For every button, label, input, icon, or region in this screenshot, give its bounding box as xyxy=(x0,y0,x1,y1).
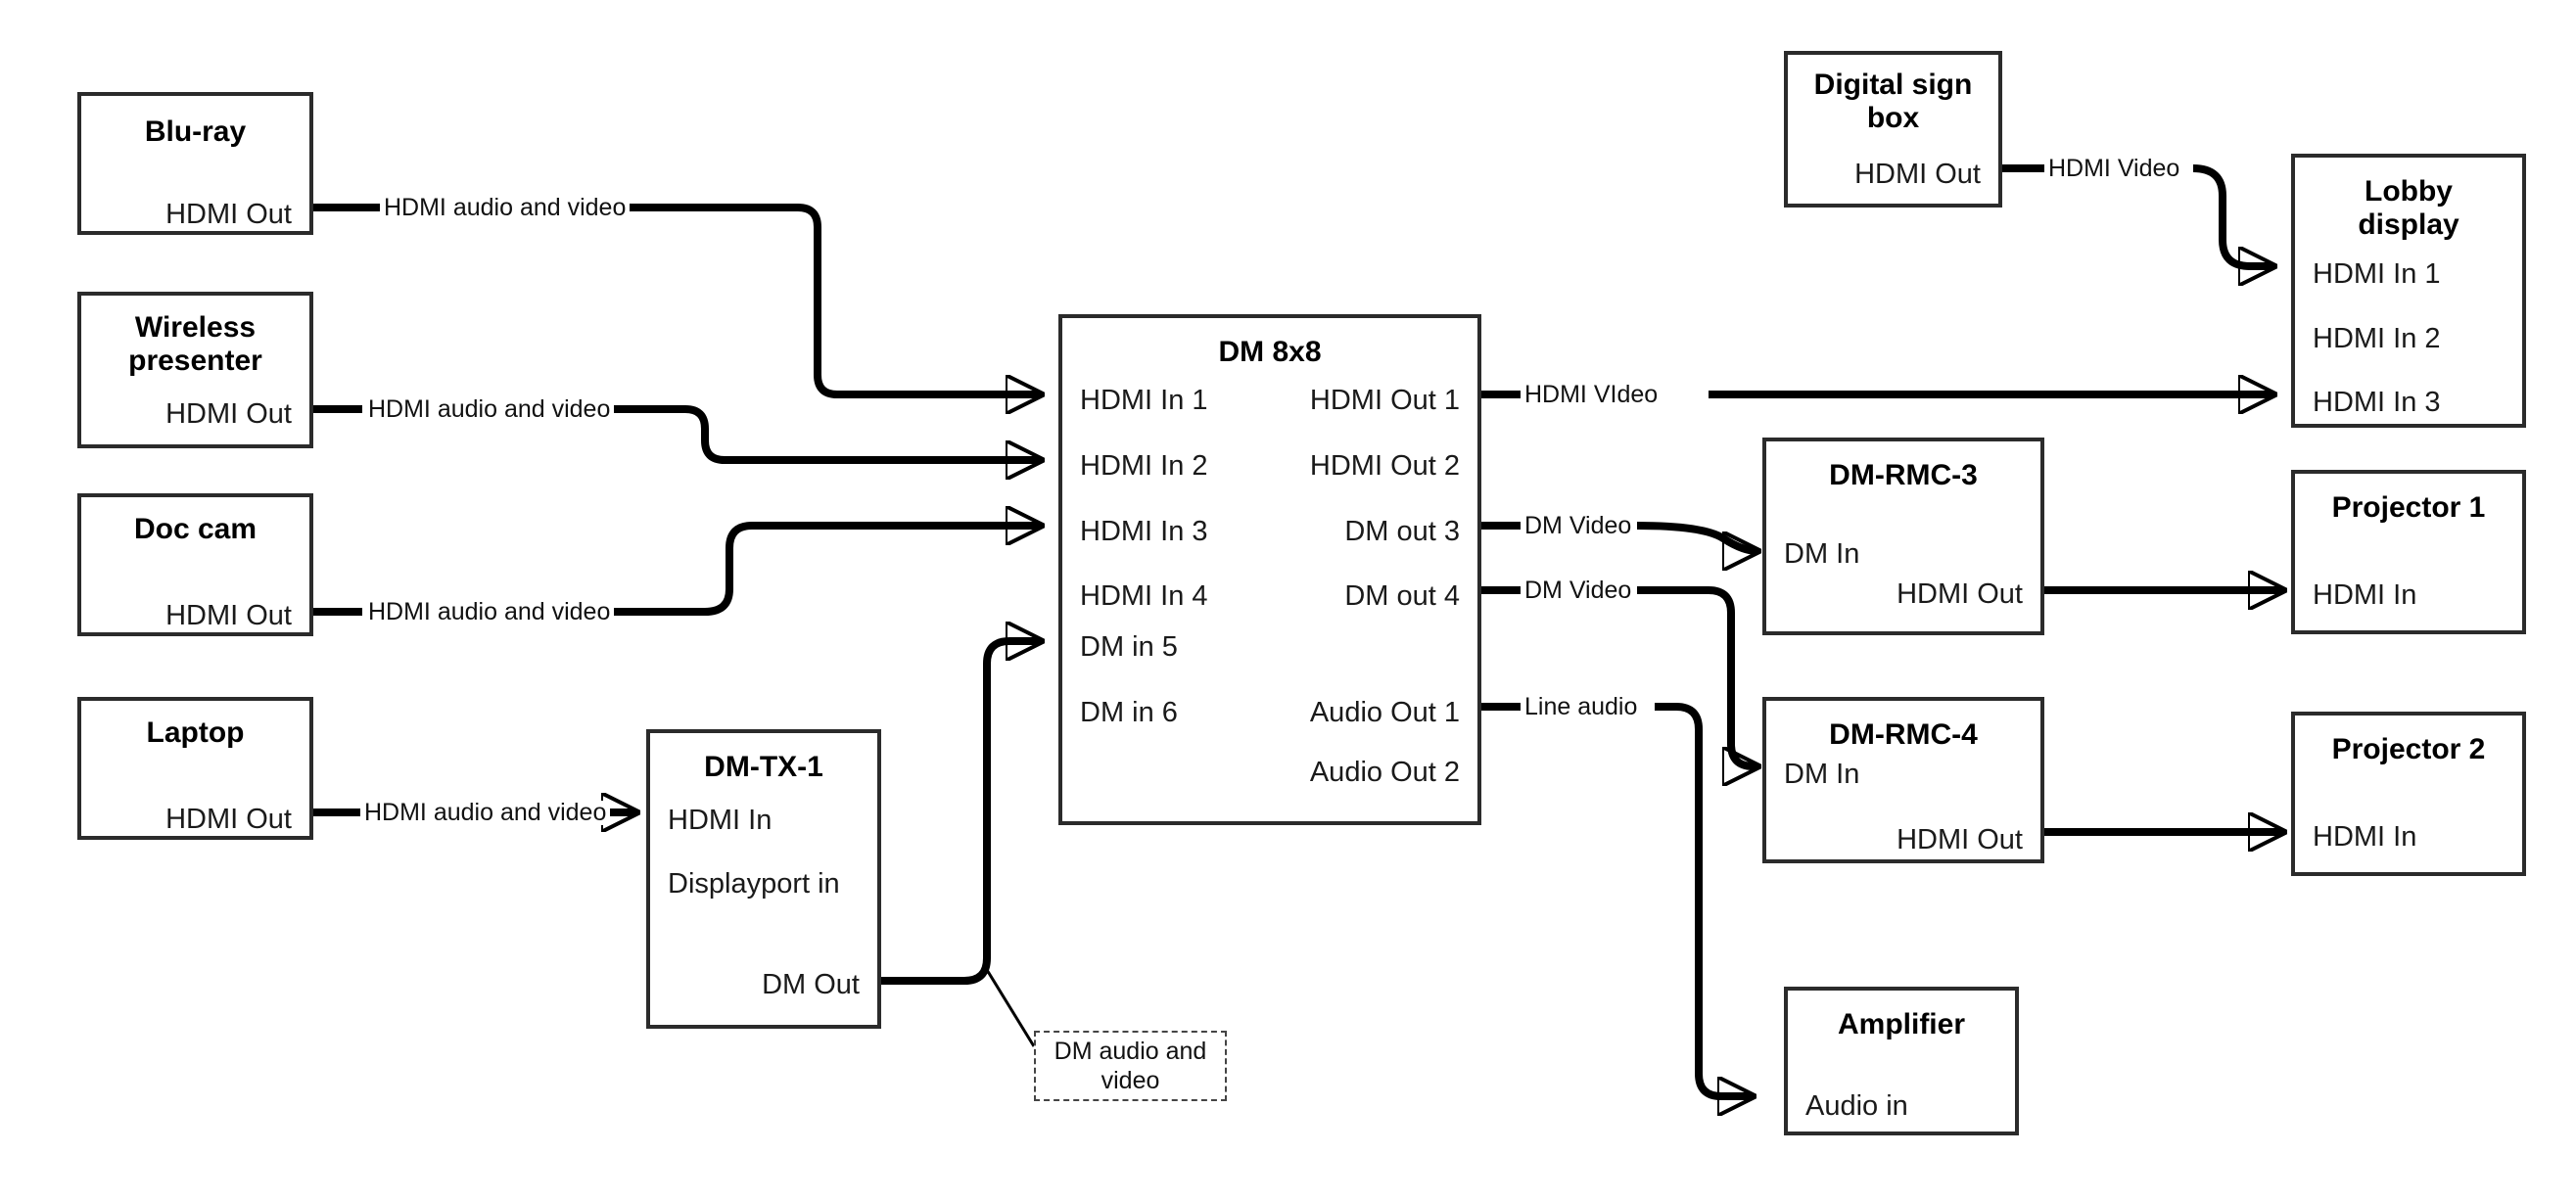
dm-rmc-4-title: DM-RMC-4 xyxy=(1829,718,1978,751)
doc-cam-port-hdmi-out: HDMI Out xyxy=(165,600,292,631)
lobby-display-input-hdmi-in-3: HDMI In 3 xyxy=(2313,387,2441,418)
projector-1-title: Projector 1 xyxy=(2331,491,2486,524)
edge-label-laptop-to-dmtx1: HDMI audio and video xyxy=(360,801,611,825)
lobby-display-title: Lobby display xyxy=(2358,175,2459,242)
wireless-presenter-port-hdmi-out: HDMI Out xyxy=(165,398,292,430)
edge-label-wireless-to-dm8x8: HDMI audio and video xyxy=(364,397,615,422)
device-box-digital-sign-box[interactable]: Digital sign box HDMI Out xyxy=(1784,51,2002,208)
doc-cam-title: Doc cam xyxy=(133,513,258,545)
dm-8x8-output-hdmi-out-2: HDMI Out 2 xyxy=(1309,450,1460,482)
amplifier-title: Amplifier xyxy=(1837,1008,1966,1040)
wire-digitalsign-to-lobby xyxy=(2002,164,2273,266)
dm-8x8-input-hdmi-in-4: HDMI In 4 xyxy=(1080,580,1208,612)
dm-8x8-input-hdmi-in-3: HDMI In 3 xyxy=(1080,516,1208,547)
dm-8x8-input-hdmi-in-1: HDMI In 1 xyxy=(1080,385,1208,416)
digital-sign-box-title: Digital sign box xyxy=(1813,69,1973,135)
bluray-title: Blu-ray xyxy=(144,115,247,148)
device-box-wireless-presenter[interactable]: Wireless presenter HDMI Out xyxy=(77,292,313,448)
device-box-dm-8x8[interactable]: DM 8x8 HDMI In 1 HDMI In 2 HDMI In 3 HDM… xyxy=(1058,314,1481,825)
dm-8x8-output-audio-out-1: Audio Out 1 xyxy=(1309,697,1460,728)
dm-tx-1-title: DM-TX-1 xyxy=(704,751,823,783)
device-box-dm-tx-1[interactable]: DM-TX-1 HDMI In Displayport in DM Out xyxy=(646,729,881,1029)
dm-8x8-output-dm-out-3: DM out 3 xyxy=(1344,516,1460,547)
laptop-port-hdmi-out: HDMI Out xyxy=(165,804,292,835)
bluray-port-hdmi-out: HDMI Out xyxy=(165,199,292,230)
edge-label-digitalsign-to-lobby: HDMI Video xyxy=(2044,157,2184,181)
edge-label-doccam-to-dm8x8: HDMI audio and video xyxy=(364,600,615,624)
device-box-lobby-display[interactable]: Lobby display HDMI In 1 HDMI In 2 HDMI I… xyxy=(2291,154,2526,428)
device-box-dm-rmc-3[interactable]: DM-RMC-3 DM In HDMI Out xyxy=(1762,438,2044,635)
device-box-bluray[interactable]: Blu-ray HDMI Out xyxy=(77,92,313,235)
dm-8x8-input-dm-in-5: DM in 5 xyxy=(1080,631,1178,663)
dm-8x8-output-hdmi-out-1: HDMI Out 1 xyxy=(1309,385,1460,416)
projector-2-port-hdmi-in: HDMI In xyxy=(2313,821,2417,853)
dm-rmc-3-title: DM-RMC-3 xyxy=(1829,459,1978,491)
device-box-projector-2[interactable]: Projector 2 HDMI In xyxy=(2291,712,2526,876)
projector-1-port-hdmi-in: HDMI In xyxy=(2313,579,2417,611)
device-box-amplifier[interactable]: Amplifier Audio in xyxy=(1784,987,2019,1135)
callout-leader-line xyxy=(982,964,1036,1047)
edge-label-dm8x8-dmout3-to-dmrmc3: DM Video xyxy=(1521,514,1636,538)
edge-label-dm8x8-hdmiout1-to-lobby: HDMI VIdeo xyxy=(1521,383,1663,407)
dm-8x8-input-dm-in-6: DM in 6 xyxy=(1080,697,1178,728)
amplifier-port-audio-in: Audio in xyxy=(1805,1090,1908,1122)
dm-8x8-output-audio-out-2: Audio Out 2 xyxy=(1309,757,1460,788)
dm-rmc-3-port-dm-in: DM In xyxy=(1784,538,1860,570)
device-box-projector-1[interactable]: Projector 1 HDMI In xyxy=(2291,470,2526,634)
dm-8x8-output-dm-out-4: DM out 4 xyxy=(1344,580,1460,612)
lobby-display-input-hdmi-in-1: HDMI In 1 xyxy=(2313,258,2441,290)
digital-sign-box-port-hdmi-out: HDMI Out xyxy=(1854,159,1981,190)
wire-wireless-to-dm8x8 xyxy=(313,405,1041,460)
edge-label-dm8x8-audioout1-to-amplifier: Line audio xyxy=(1521,695,1642,719)
laptop-title: Laptop xyxy=(146,716,245,749)
wire-dm8x8-dmout3-to-dmrmc3 xyxy=(1481,526,1757,551)
wire-dmtx1-to-dm8x8 xyxy=(881,641,1041,985)
dm-tx-1-port-displayport-in: Displayport in xyxy=(668,868,840,900)
device-box-doc-cam[interactable]: Doc cam HDMI Out xyxy=(77,493,313,636)
dm-rmc-3-port-hdmi-out: HDMI Out xyxy=(1897,578,2023,610)
edge-label-dm8x8-dmout4-to-dmrmc4: DM Video xyxy=(1521,578,1636,603)
device-box-laptop[interactable]: Laptop HDMI Out xyxy=(77,697,313,840)
dm-rmc-4-port-hdmi-out: HDMI Out xyxy=(1897,824,2023,855)
dm-rmc-4-port-dm-in: DM In xyxy=(1784,759,1860,790)
lobby-display-input-hdmi-in-2: HDMI In 2 xyxy=(2313,323,2441,354)
wire-dm8x8-dmout4-to-dmrmc4 xyxy=(1481,586,1757,766)
device-box-dm-rmc-4[interactable]: DM-RMC-4 DM In HDMI Out xyxy=(1762,697,2044,863)
dm-8x8-title: DM 8x8 xyxy=(1218,336,1322,368)
wire-dm8x8-audioout1-to-amplifier xyxy=(1481,703,1753,1096)
dm-8x8-input-hdmi-in-2: HDMI In 2 xyxy=(1080,450,1208,482)
dm-tx-1-port-hdmi-in: HDMI In xyxy=(668,805,773,836)
dm-tx-1-port-dm-out: DM Out xyxy=(762,969,860,1000)
edge-label-bluray-to-dm8x8: HDMI audio and video xyxy=(380,196,631,220)
callout-dm-audio-and-video: DM audio and video xyxy=(1034,1031,1227,1101)
wire-bluray-to-dm8x8 xyxy=(313,204,1041,394)
wireless-presenter-title: Wireless presenter xyxy=(128,311,262,378)
wire-doccam-to-dm8x8 xyxy=(313,526,1041,616)
projector-2-title: Projector 2 xyxy=(2331,733,2486,765)
